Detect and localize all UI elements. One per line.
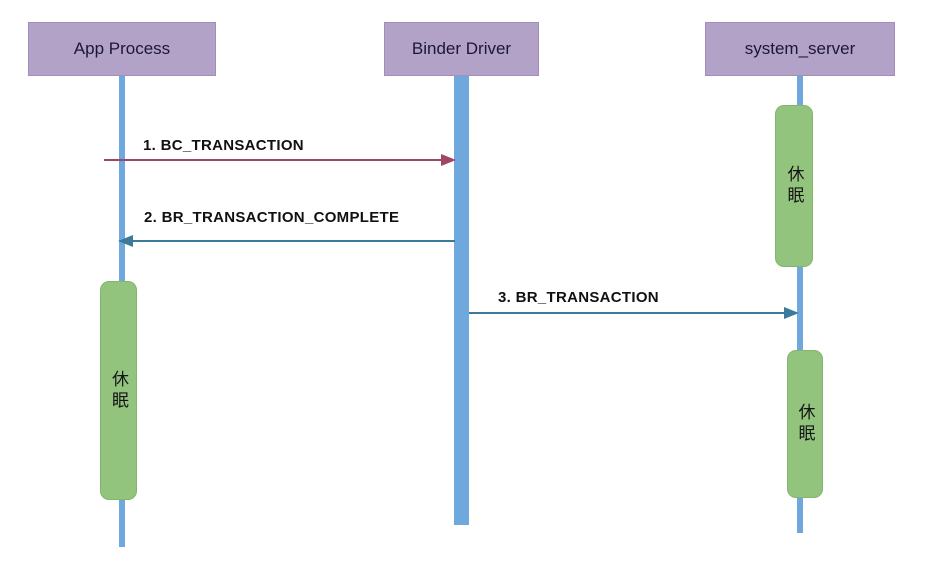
participant-app-process: App Process [28,22,216,76]
activation-sleep-label: 休眠 [109,369,128,412]
participant-binder-driver-label: Binder Driver [411,39,512,58]
arrowhead-right-icon [441,154,456,166]
activation-sleep-system-server-2: 休眠 [787,350,823,498]
activation-sleep-app-process: 休眠 [100,281,137,500]
lifeline-binder-driver [454,76,469,525]
lifeline-system-server [797,76,803,533]
message-label-br-transaction: 3. BR_TRANSACTION [498,289,659,306]
arrowhead-left-icon [118,235,133,247]
message-label-br-transaction-complete: 2. BR_TRANSACTION_COMPLETE [144,209,400,226]
participant-app-process-label: App Process [73,39,171,58]
arrowhead-right-icon [784,307,799,319]
message-arrow-br-transaction-complete [132,240,455,242]
activation-sleep-label: 休眠 [795,403,815,445]
participant-system-server: system_server [705,22,895,76]
message-arrow-bc-transaction [104,159,442,161]
message-arrow-br-transaction [469,312,784,314]
message-label-bc-transaction: 1. BC_TRANSACTION [143,137,304,154]
participant-system-server-label: system_server [744,39,856,58]
activation-sleep-label: 休眠 [784,165,804,207]
activation-sleep-system-server-1: 休眠 [775,105,813,267]
participant-binder-driver: Binder Driver [384,22,539,76]
